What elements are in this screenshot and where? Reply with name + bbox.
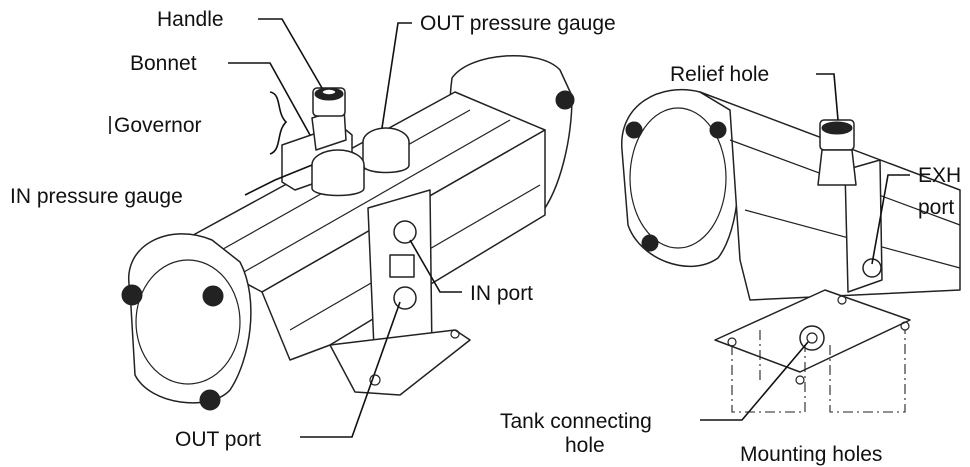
label-exh-port-line2: port [918, 196, 954, 219]
label-exh-port-line1: EXH [918, 164, 961, 187]
label-bonnet: Bonnet [130, 52, 197, 75]
label-governor: Governor [114, 114, 202, 137]
label-in-pressure-gauge: IN pressure gauge [10, 185, 183, 208]
right-unit-drawing [621, 88, 961, 413]
label-tank-hole-line2: hole [565, 434, 605, 457]
label-in-port: IN port [470, 282, 533, 305]
label-mounting-holes: Mounting holes [740, 443, 882, 466]
labels: Handle Bonnet Governor IN pressure gauge… [10, 8, 961, 466]
left-unit-drawing [121, 55, 575, 411]
label-relief-hole: Relief hole [670, 63, 769, 86]
leader-lines [109, 18, 910, 438]
label-out-port: OUT port [175, 428, 261, 451]
label-out-pressure-gauge: OUT pressure gauge [420, 12, 616, 35]
label-tank-hole-line1: Tank connecting [500, 410, 652, 433]
label-handle: Handle [157, 8, 224, 31]
